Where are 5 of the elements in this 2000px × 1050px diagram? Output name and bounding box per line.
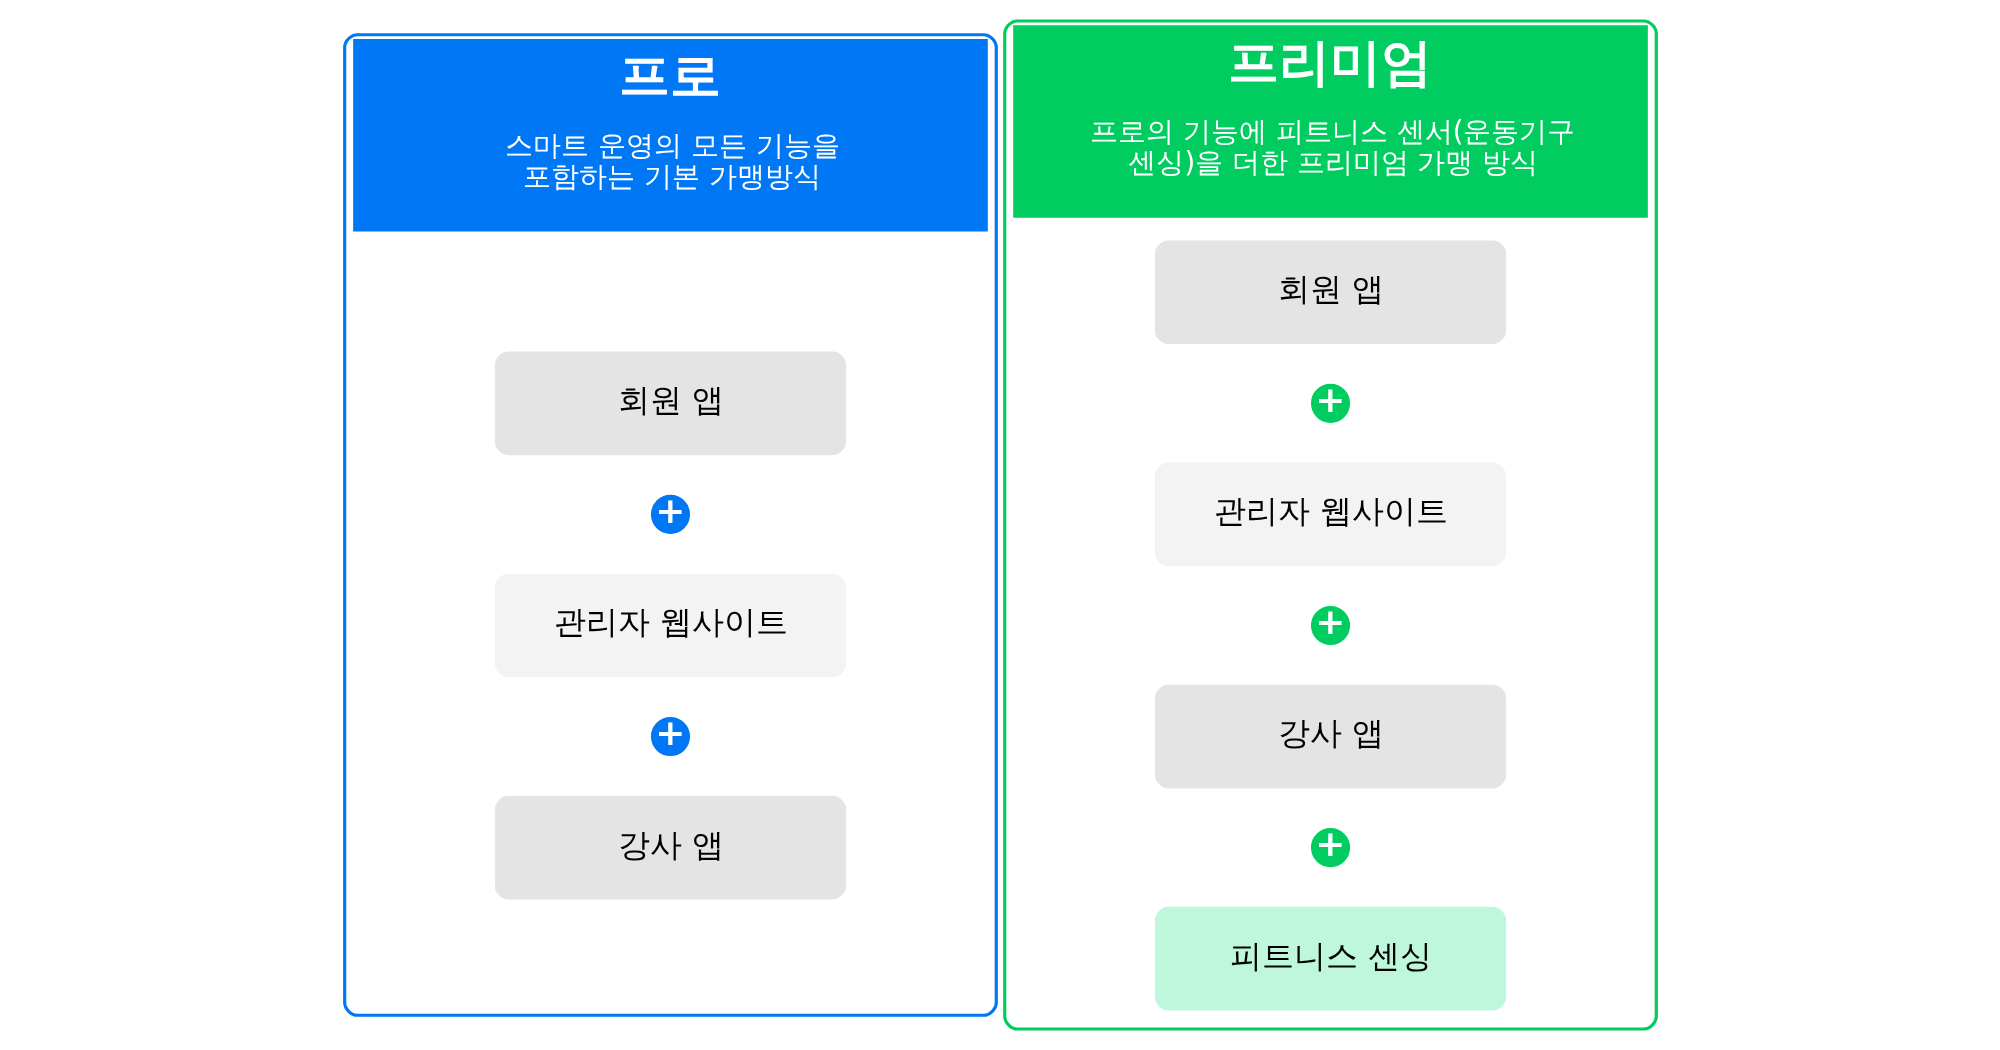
node-box: 회원 앱 — [1154, 240, 1506, 345]
node-box: 회원 앱 — [494, 351, 846, 456]
node-box: 강사 앱 — [494, 795, 846, 900]
node-box: 피트니스 센싱 — [1154, 906, 1506, 1011]
node-box: 강사 앱 — [1154, 684, 1506, 789]
